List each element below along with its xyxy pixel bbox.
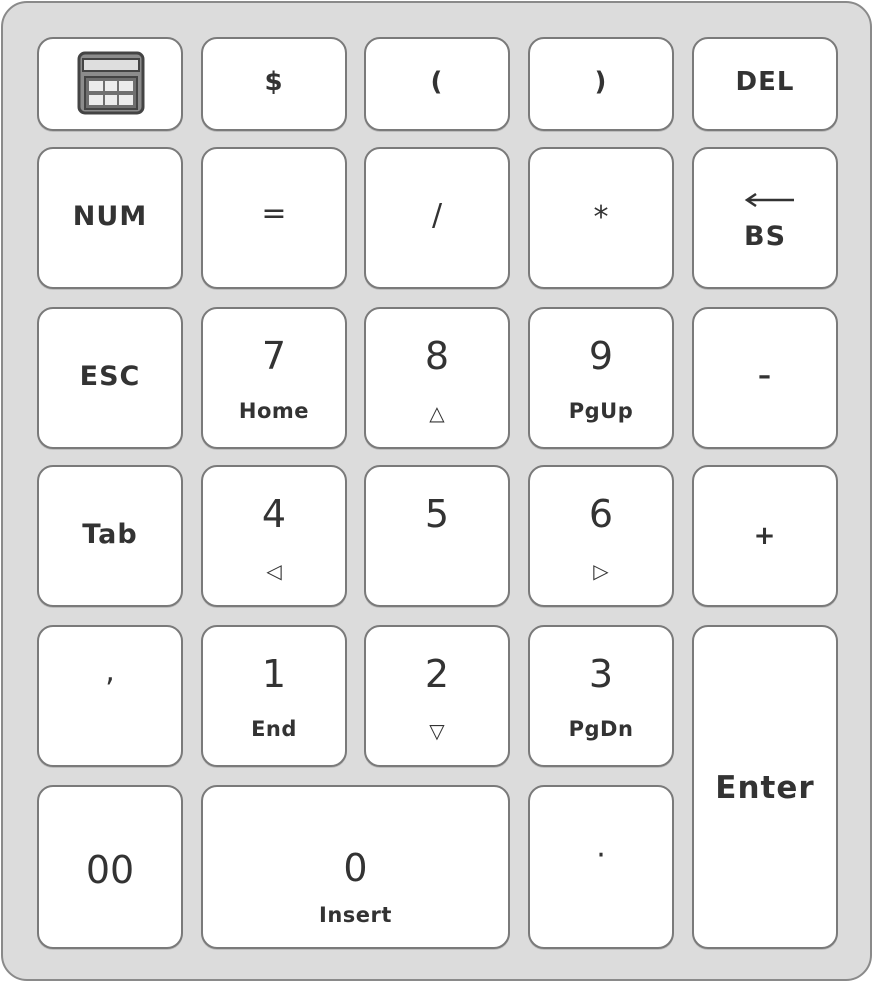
five-key[interactable]: 5 (364, 465, 510, 607)
enter-label: Enter (715, 770, 815, 806)
insert-label: Insert (319, 903, 392, 927)
one-label: 1 (261, 652, 287, 696)
seven-home-key[interactable]: 7 Home (201, 307, 347, 449)
three-pgdn-key[interactable]: 3 PgDn (528, 625, 674, 767)
enter-key[interactable]: Enter (692, 625, 838, 949)
two-label: 2 (424, 652, 450, 696)
equals-label: = (261, 196, 287, 231)
open-paren-key[interactable]: ( (364, 37, 510, 131)
decimal-label: · (596, 838, 606, 873)
nine-label: 9 (588, 334, 614, 378)
four-left-key[interactable]: 4 ◁ (201, 465, 347, 607)
nine-pgup-key[interactable]: 9 PgUp (528, 307, 674, 449)
home-label: Home (238, 399, 310, 423)
zero-label: 0 (343, 846, 368, 890)
num-lock-key[interactable]: NUM (37, 147, 183, 289)
end-label: End (251, 717, 297, 741)
dollar-key[interactable]: $ (201, 37, 347, 131)
eight-label: 8 (424, 334, 450, 378)
multiply-label: * (593, 200, 609, 235)
page-up-label: PgUp (568, 399, 634, 423)
close-paren-key[interactable]: ) (528, 37, 674, 131)
dollar-label: $ (264, 67, 284, 97)
minus-label: – (758, 361, 772, 391)
left-arrow-icon: ◁ (266, 559, 282, 583)
three-label: 3 (588, 652, 614, 696)
six-right-key[interactable]: 6 ▷ (528, 465, 674, 607)
right-arrow-icon: ▷ (593, 559, 609, 583)
equals-key[interactable]: = (201, 147, 347, 289)
open-paren-label: ( (430, 67, 444, 97)
close-paren-label: ) (594, 67, 608, 97)
escape-label: ESC (79, 361, 141, 392)
double-zero-label: 00 (85, 848, 135, 892)
zero-insert-key[interactable]: 0 Insert (201, 785, 510, 949)
calculator-key[interactable] (37, 37, 183, 131)
backspace-label: BS (743, 221, 787, 252)
down-arrow-icon: ▽ (429, 719, 445, 743)
four-label: 4 (261, 492, 287, 536)
up-arrow-icon: △ (429, 401, 445, 425)
num-lock-label: NUM (72, 201, 148, 232)
two-down-key[interactable]: 2 ▽ (364, 625, 510, 767)
double-zero-key[interactable]: 00 (37, 785, 183, 949)
one-end-key[interactable]: 1 End (201, 625, 347, 767)
divide-key[interactable]: / (364, 147, 510, 289)
seven-label: 7 (261, 334, 287, 378)
delete-label: DEL (735, 67, 795, 97)
multiply-key[interactable]: * (528, 147, 674, 289)
eight-up-key[interactable]: 8 △ (364, 307, 510, 449)
backspace-key[interactable]: BS (692, 147, 838, 289)
six-label: 6 (588, 492, 614, 536)
page-down-label: PgDn (568, 717, 634, 741)
decimal-key[interactable]: · (528, 785, 674, 949)
comma-label: , (105, 654, 115, 689)
left-arrow-icon (744, 193, 794, 207)
tab-label: Tab (82, 519, 138, 550)
five-label: 5 (424, 492, 450, 536)
minus-key[interactable]: – (692, 307, 838, 449)
plus-label: + (753, 521, 777, 551)
comma-key[interactable]: , (37, 625, 183, 767)
tab-key[interactable]: Tab (37, 465, 183, 607)
delete-key[interactable]: DEL (692, 37, 838, 131)
plus-key[interactable]: + (692, 465, 838, 607)
escape-key[interactable]: ESC (37, 307, 183, 449)
calculator-icon (77, 51, 145, 115)
divide-label: / (431, 198, 443, 233)
